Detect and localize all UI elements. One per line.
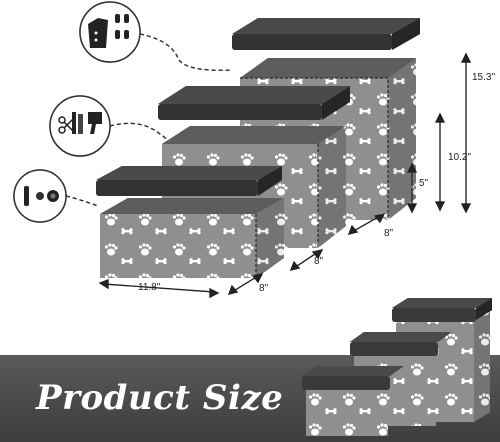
depth-front-label: 8" xyxy=(259,283,269,294)
mid-height-label: 10.2" xyxy=(448,152,472,163)
depth-top-label: 8" xyxy=(384,228,394,239)
depth-mid-label: 8" xyxy=(314,256,324,267)
inset-product-view-front xyxy=(302,298,492,436)
step-height-label: 5" xyxy=(419,178,429,189)
total-height-label: 15.3" xyxy=(472,72,496,83)
banner-title: Product Size xyxy=(36,378,284,418)
